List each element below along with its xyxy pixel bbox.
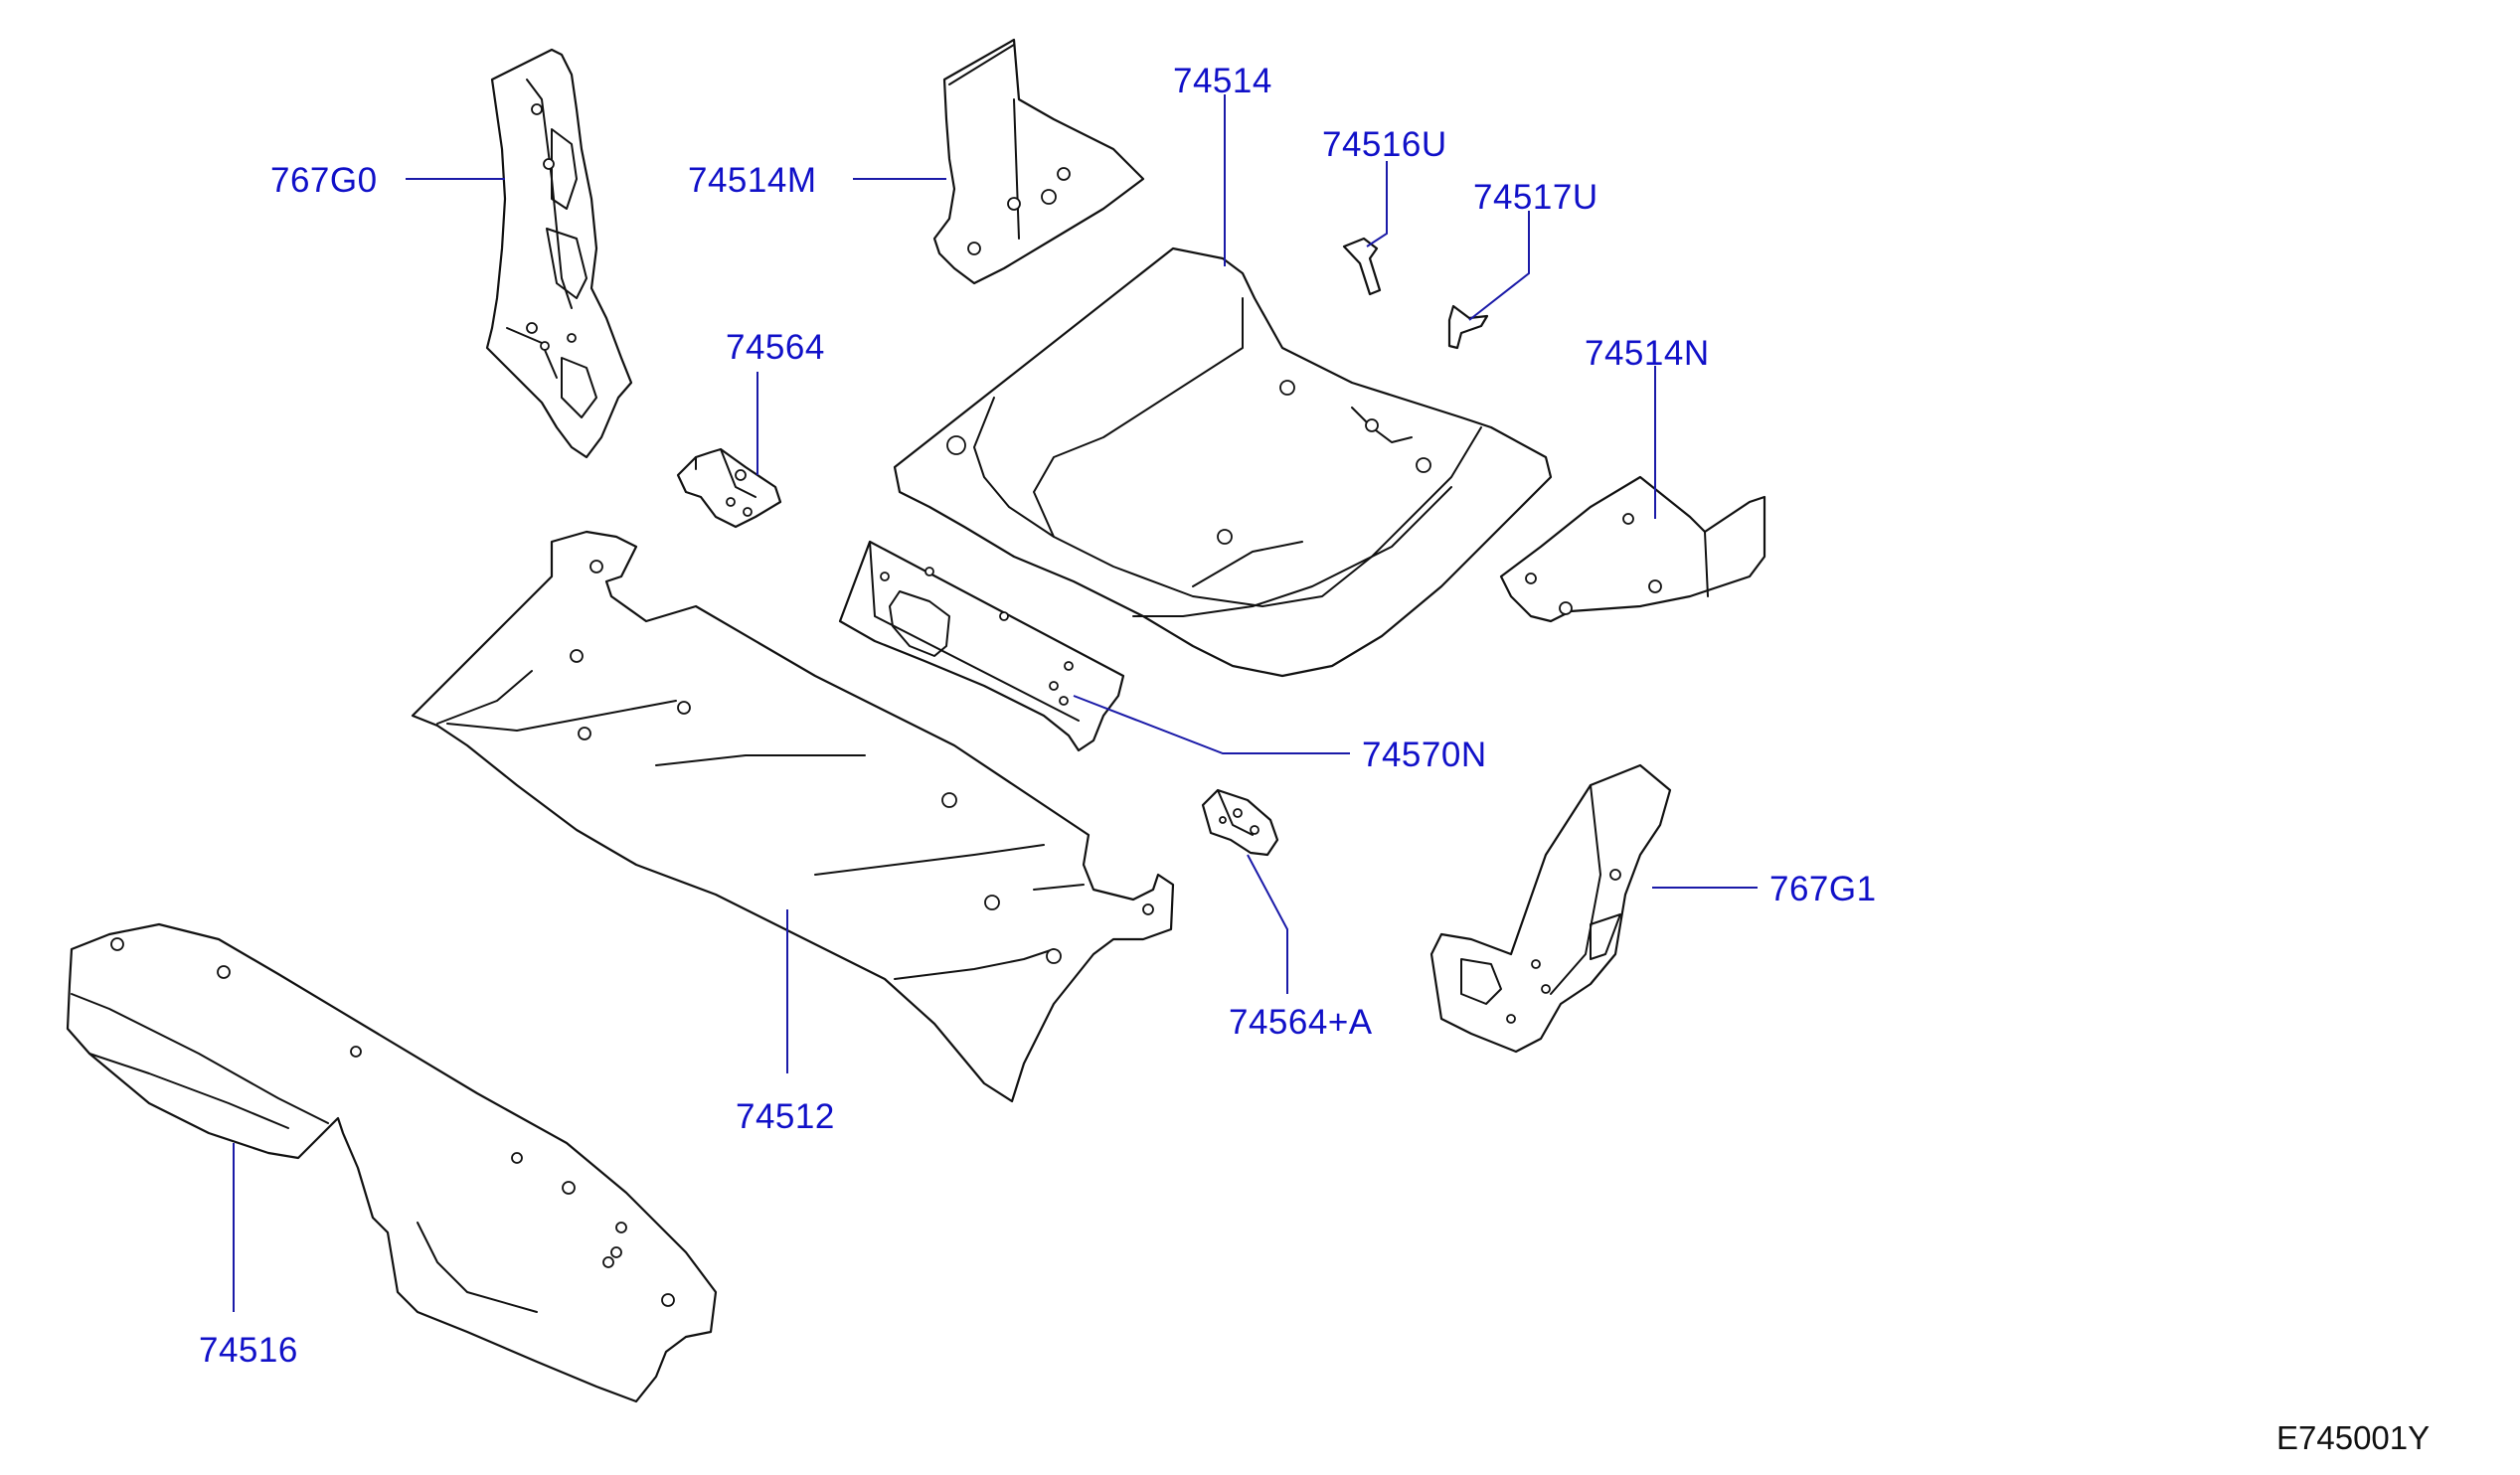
callout-label-74512: 74512 [736,1097,835,1136]
part-74514n[interactable] [1499,475,1766,623]
callout-label-74514: 74514 [1173,62,1272,100]
callout-label-74516u: 74516U [1322,125,1447,164]
part-74517u[interactable] [1447,304,1489,350]
callout-label-74514m: 74514M [688,161,816,200]
part-74516u[interactable] [1342,237,1382,296]
callout-74512[interactable]: 74512 [736,909,835,1136]
part-74570n[interactable] [838,540,1125,752]
callout-74514n[interactable]: 74514N [1585,334,1710,519]
callout-74564a[interactable]: 74564+A [1229,854,1373,1042]
callout-label-74517u: 74517U [1473,178,1598,217]
callout-74514m[interactable]: 74514M [688,161,946,200]
callout-label-74564a: 74564+A [1229,1003,1373,1042]
part-74564[interactable] [676,447,782,529]
callout-label-767g0: 767G0 [270,161,378,200]
part-74514[interactable] [893,246,1553,678]
callout-label-767g1: 767G1 [1769,870,1877,908]
callout-767g0[interactable]: 767G0 [270,161,505,200]
callout-74516u[interactable]: 74516U [1322,125,1447,247]
diagram-code: E745001Y [2276,1419,2430,1456]
part-74512[interactable] [411,530,1175,1103]
callout-767g1[interactable]: 767G1 [1652,870,1877,908]
part-767g1[interactable] [1429,763,1672,1054]
callout-74516[interactable]: 74516 [199,1143,298,1370]
part-74564a[interactable] [1201,788,1279,857]
part-74516[interactable] [66,922,718,1403]
callout-label-74514n: 74514N [1585,334,1710,373]
callout-74564[interactable]: 74564 [726,328,825,475]
part-74514m[interactable] [932,38,1145,285]
callout-74570n[interactable]: 74570N [1073,695,1487,774]
callout-label-74570n: 74570N [1362,736,1487,774]
callout-74517u[interactable]: 74517U [1468,178,1598,321]
callout-74514[interactable]: 74514 [1173,62,1272,266]
callout-label-74564: 74564 [726,328,825,367]
part-767g0[interactable] [485,48,633,459]
callout-label-74516: 74516 [199,1331,298,1370]
